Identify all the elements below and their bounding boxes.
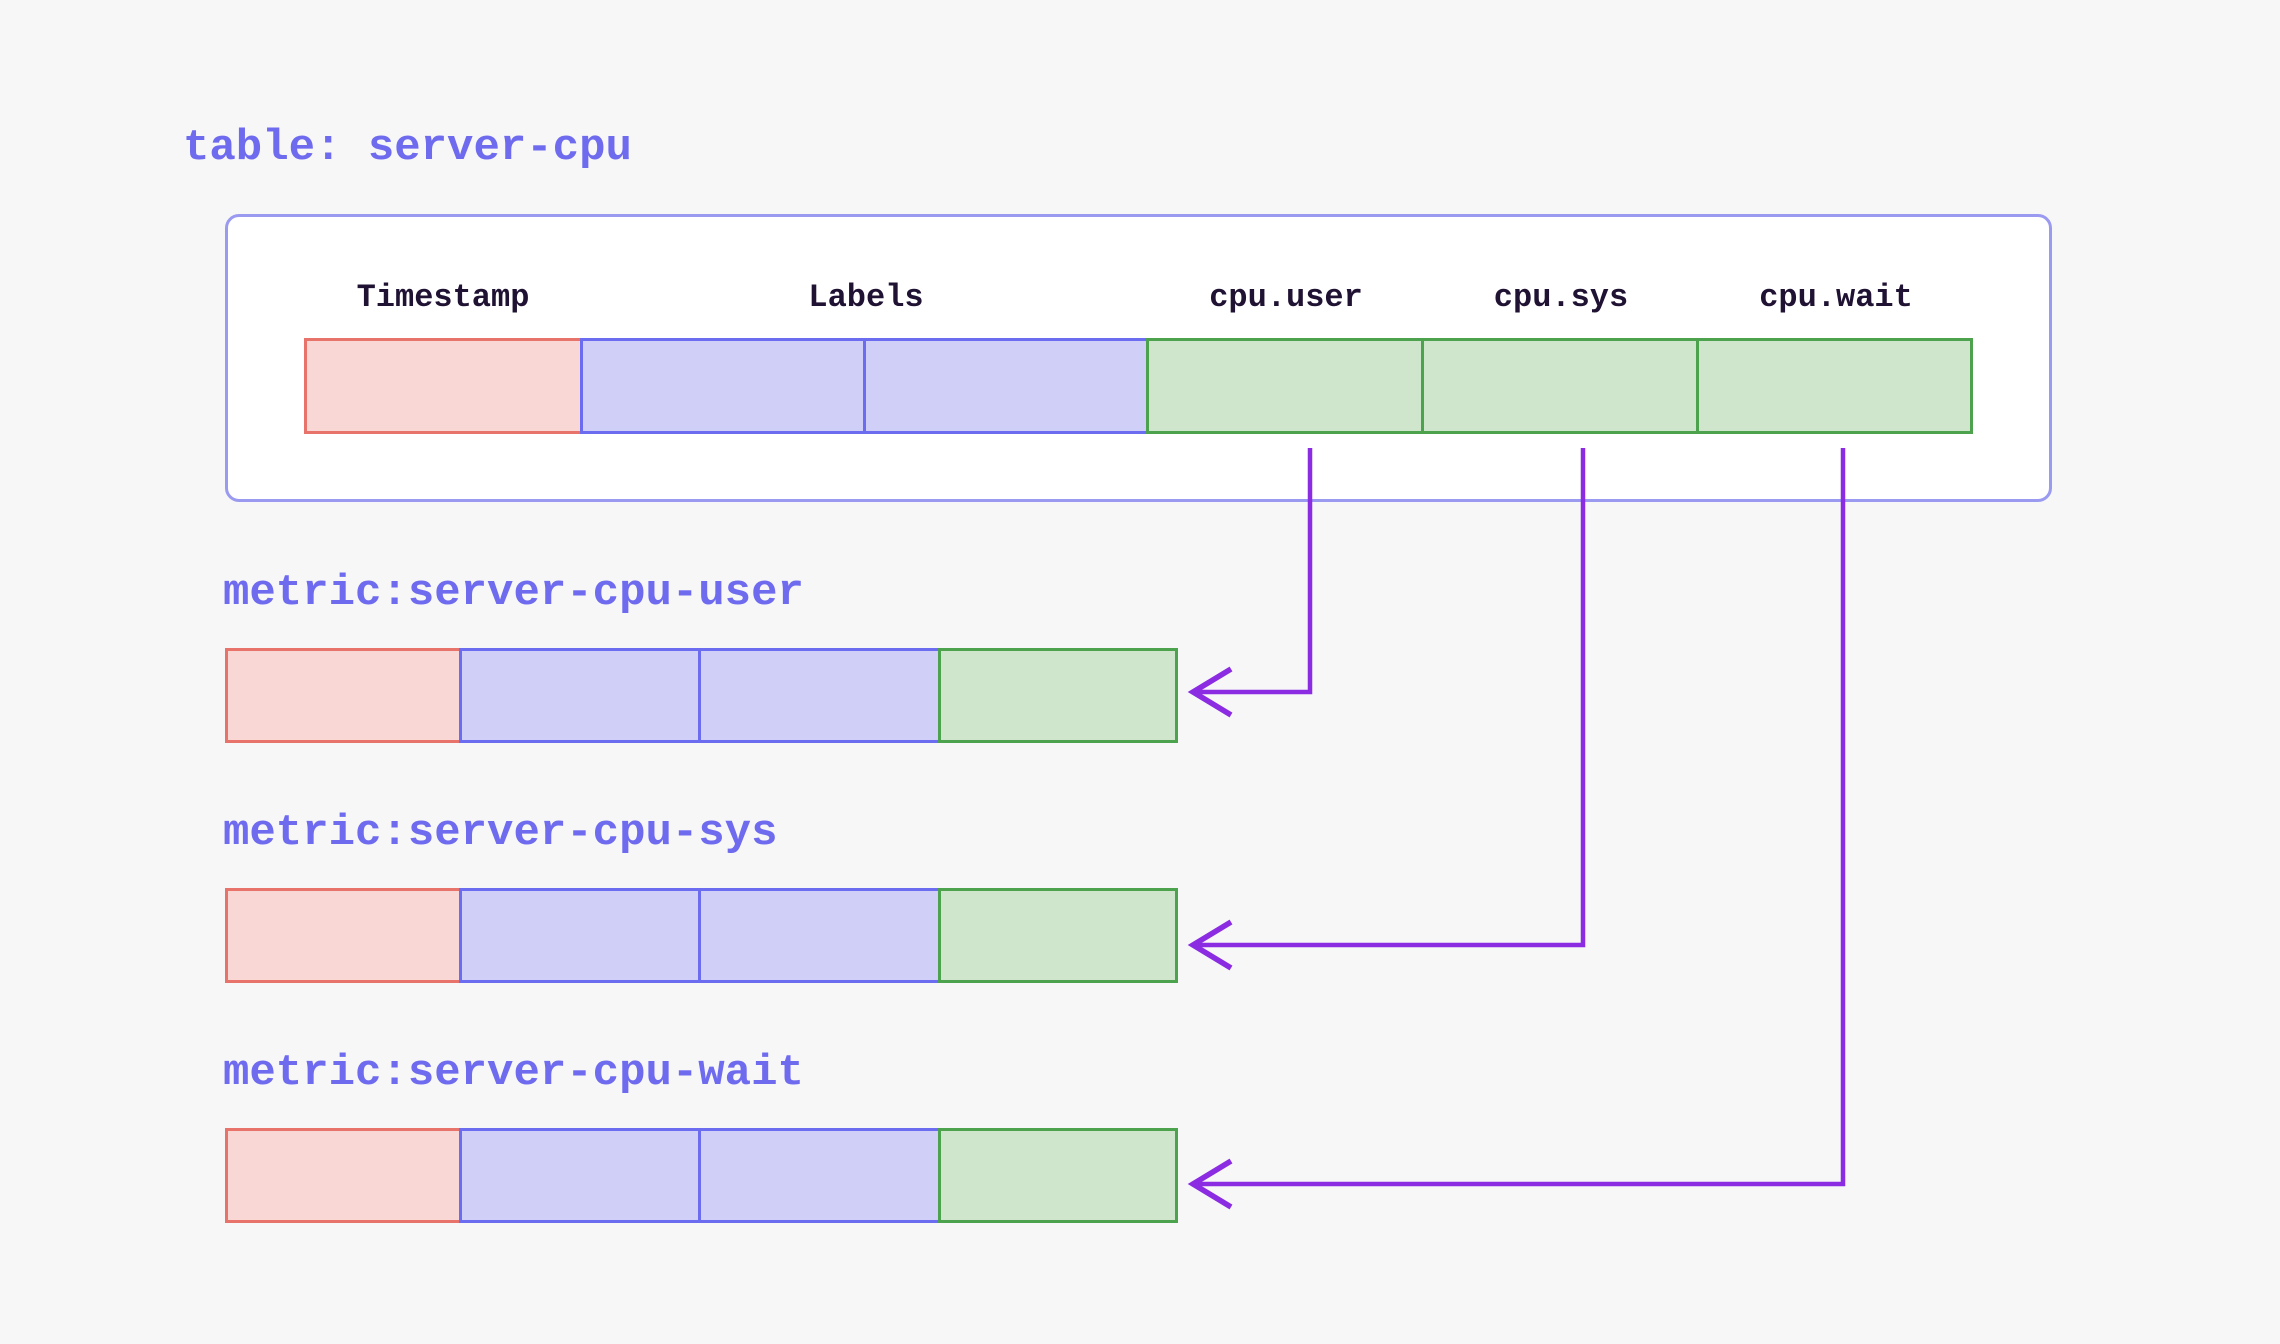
metric-sys-cell-labels-2 <box>698 888 941 983</box>
metric-wait-cell-labels-2 <box>698 1128 941 1223</box>
table-cell-cpu-sys <box>1421 338 1699 434</box>
column-header-cpu-wait: cpu.wait <box>1759 279 1913 316</box>
metric-user-cell-timestamp <box>225 648 462 743</box>
table-cell-cpu-wait <box>1696 338 1973 434</box>
metric-sys-cell-timestamp <box>225 888 462 983</box>
metric-heading-cpu-wait: metric:server-cpu-wait <box>223 1048 804 1098</box>
table-cell-cpu-user <box>1146 338 1424 434</box>
arrow-cpu-wait-to-metric <box>1196 448 1846 1187</box>
table-cell-labels-1 <box>580 338 866 434</box>
metric-user-cell-labels-2 <box>698 648 941 743</box>
arrowhead-cpu-sys-icon <box>1187 919 1233 971</box>
arrowhead-cpu-wait-icon <box>1187 1158 1233 1210</box>
table-cell-labels-2 <box>863 338 1149 434</box>
column-header-cpu-user: cpu.user <box>1209 279 1363 316</box>
metric-user-cell-labels-1 <box>459 648 701 743</box>
metric-user-cell-value <box>938 648 1178 743</box>
arrowhead-cpu-user-icon <box>1187 666 1233 718</box>
column-header-cpu-sys: cpu.sys <box>1493 279 1629 316</box>
metric-sys-cell-value <box>938 888 1178 983</box>
metric-heading-cpu-sys: metric:server-cpu-sys <box>223 808 778 858</box>
metric-wait-cell-timestamp <box>225 1128 462 1223</box>
metric-wait-cell-labels-1 <box>459 1128 701 1223</box>
metric-heading-cpu-user: metric:server-cpu-user <box>223 568 804 618</box>
arrow-cpu-sys-to-metric <box>1196 448 1586 948</box>
metric-wait-cell-value <box>938 1128 1178 1223</box>
column-header-labels: Labels <box>808 279 924 316</box>
table-title: table: server-cpu <box>183 123 632 173</box>
table-cell-timestamp <box>304 338 583 434</box>
metric-sys-cell-labels-1 <box>459 888 701 983</box>
column-header-timestamp: Timestamp <box>356 279 530 316</box>
